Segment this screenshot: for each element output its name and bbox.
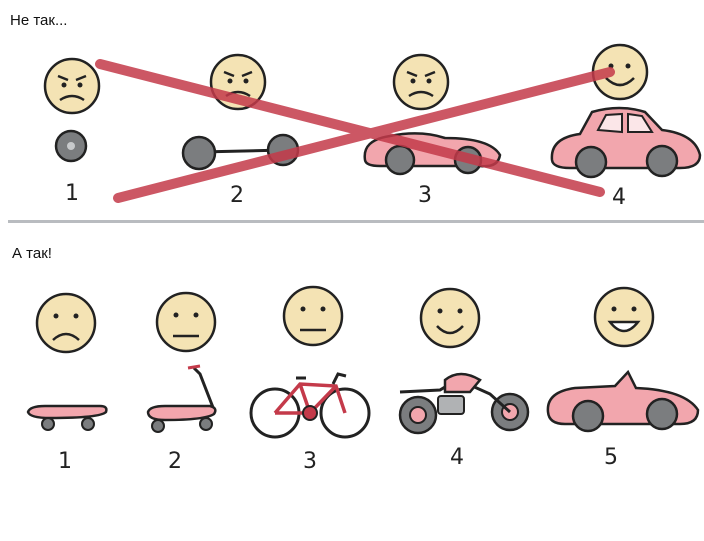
step-number-1: 1 [58, 449, 72, 474]
red-cross-mark [95, 59, 615, 203]
wheel-1 [54, 129, 88, 163]
step-number-3: 3 [303, 449, 317, 474]
step-number-5: 5 [604, 445, 618, 470]
convertible-5 [546, 369, 700, 433]
angry-face-3 [392, 53, 450, 111]
neutral-face-2 [155, 291, 217, 353]
motorcycle-4 [398, 372, 530, 435]
section-divider [8, 220, 704, 223]
skateboard-1 [26, 404, 108, 431]
angry-face-1 [43, 57, 101, 115]
neutral-face-3 [282, 285, 344, 347]
right-way-diagram: 1 2 3 4 [26, 285, 700, 474]
bicycle-3 [249, 372, 371, 439]
step-number-2: 2 [168, 449, 182, 474]
step-number-4: 4 [450, 445, 464, 470]
scooter-2 [146, 364, 217, 433]
car-4 [550, 106, 702, 179]
wrong-way-diagram: 1 2 3 4 [43, 43, 702, 210]
wrong-way-caption: Не так... [10, 12, 68, 29]
step-number-4: 4 [612, 185, 626, 210]
step-number-2: 2 [230, 183, 244, 208]
sad-face-1 [35, 292, 97, 354]
step-number-1: 1 [65, 181, 79, 206]
smile-face-4 [419, 287, 481, 349]
happy-face-5 [593, 286, 655, 348]
step-number-3: 3 [418, 183, 432, 208]
right-way-caption: А так! [12, 245, 52, 262]
